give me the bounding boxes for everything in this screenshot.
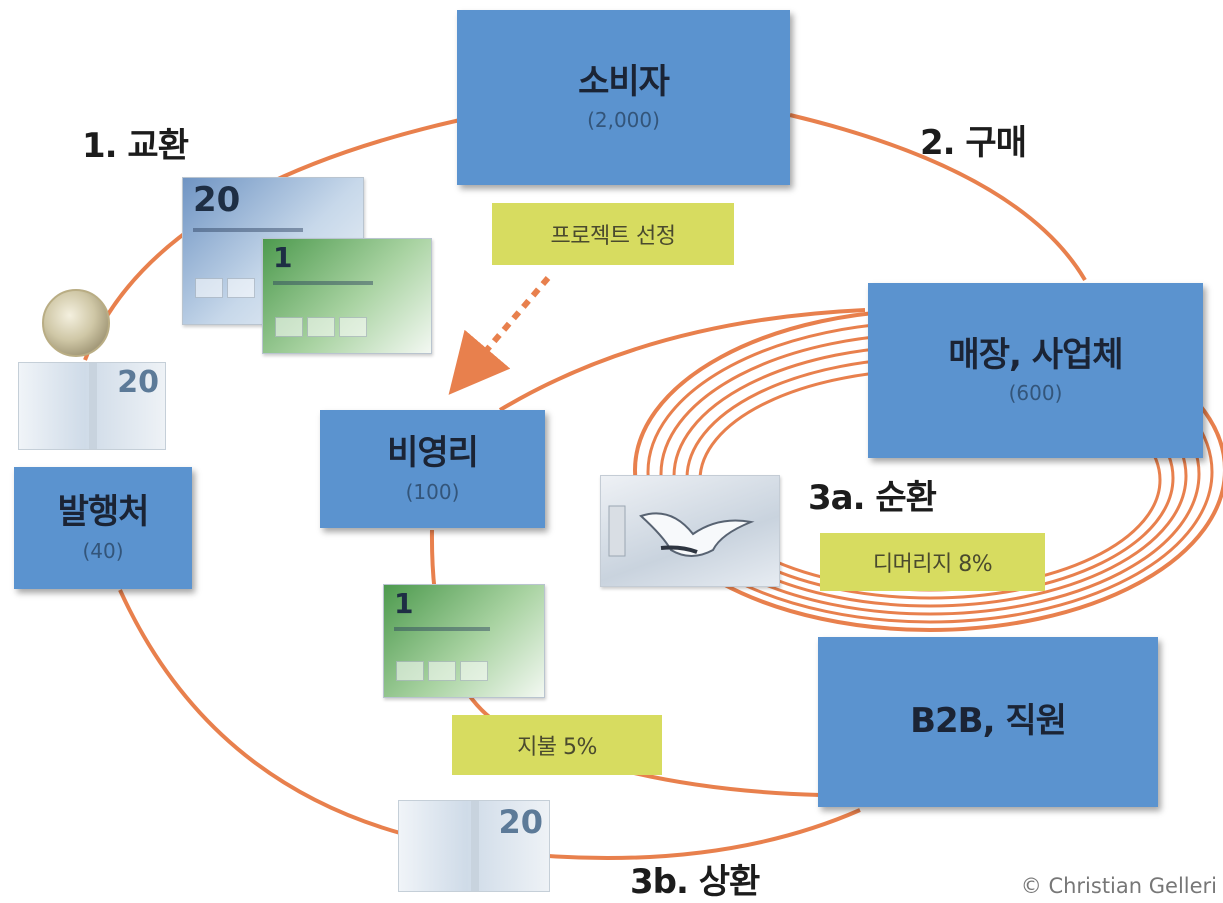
voucher-20-denomination: 20: [193, 180, 241, 220]
node-stores: 매장, 사업체 (600): [868, 283, 1203, 458]
node-issuer-name: 발행처: [57, 492, 150, 533]
voucher-1-denomination: 1: [273, 241, 293, 274]
node-consumer-count: (2,000): [587, 108, 660, 133]
flow-label-exchange: 1. 교환: [82, 126, 189, 166]
node-b2b-name: B2B, 직원: [910, 701, 1067, 742]
node-nonprofit-count: (100): [405, 479, 460, 504]
flow-label-circulation: 3a. 순환: [808, 478, 937, 518]
banknote-left-denomination: 20: [117, 365, 159, 400]
banknote-bottom-denomination: 20: [498, 803, 543, 841]
node-consumer-name: 소비자: [578, 61, 670, 102]
node-stores-name: 매장, 사업체: [948, 334, 1123, 375]
banknote-left-image: 20: [18, 362, 166, 450]
flow-label-redemption: 3b. 상환: [630, 862, 760, 902]
tag-demurrage: 디머리지 8%: [820, 533, 1045, 591]
node-issuer: 발행처 (40): [14, 467, 192, 589]
node-consumer: 소비자 (2,000): [457, 10, 790, 185]
dove-icon: [608, 505, 755, 557]
node-nonprofit: 비영리 (100): [320, 410, 545, 528]
voucher-1-nonprofit-denomination: 1: [394, 587, 414, 620]
tag-payment: 지불 5%: [452, 715, 662, 775]
voucher-1-image: 1: [262, 238, 432, 354]
copyright-credit: © Christian Gelleri: [1020, 874, 1217, 898]
node-stores-count: (600): [1008, 381, 1063, 406]
euro-coin-image: [42, 289, 110, 357]
flow-nonprofit-stores-line: [498, 308, 866, 412]
dove-voucher-image: [600, 475, 780, 587]
flow-purchase-line: [789, 113, 1087, 282]
flow-label-purchase: 2. 구매: [920, 123, 1027, 163]
banknote-bottom-image: 20: [398, 800, 550, 892]
node-nonprofit-name: 비영리: [387, 433, 479, 474]
voucher-1-nonprofit-image: 1: [383, 584, 545, 698]
tag-project-selection: 프로젝트 선정: [492, 203, 734, 265]
node-b2b: B2B, 직원: [818, 637, 1158, 807]
node-issuer-count: (40): [82, 538, 124, 563]
project-selection-arrow: [448, 276, 551, 395]
